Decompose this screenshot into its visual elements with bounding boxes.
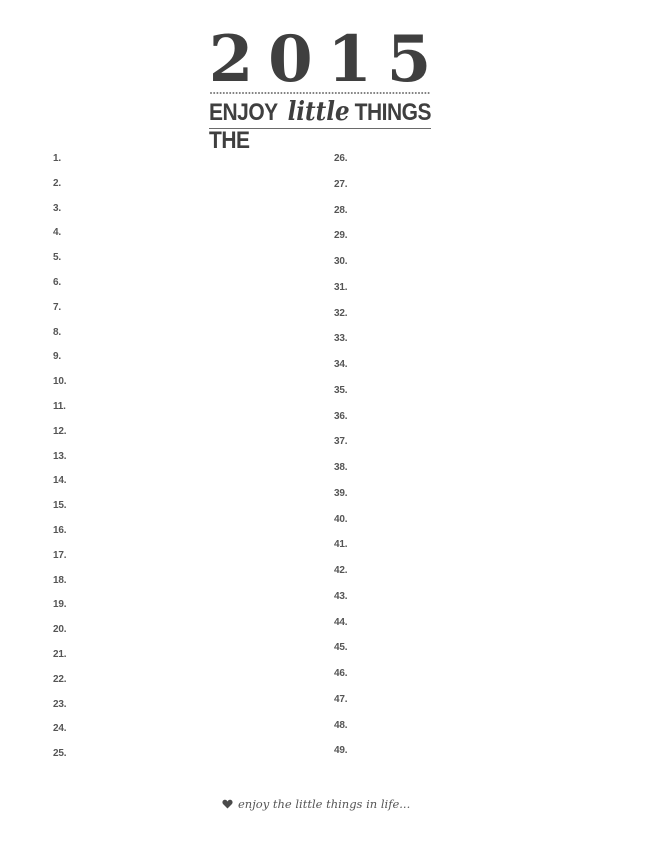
list-item-number: 18. xyxy=(53,574,67,586)
list-item-number: 31. xyxy=(334,281,348,293)
list-item-number: 41. xyxy=(334,539,348,551)
list-item-number: 29. xyxy=(334,230,348,242)
year-digit: 0 xyxy=(268,22,313,97)
list-item-number: 25. xyxy=(53,748,67,760)
list-item-number: 27. xyxy=(334,178,348,190)
list-item-number: 16. xyxy=(53,525,67,536)
list-item-number: 14. xyxy=(53,475,67,487)
list-item-number: 21. xyxy=(53,649,67,660)
heart-icon xyxy=(222,799,233,809)
list-item-number: 40. xyxy=(334,513,348,525)
year-digit: 5 xyxy=(386,22,432,97)
list-item-number: 7. xyxy=(53,301,61,313)
list-item-number: 28. xyxy=(334,204,348,216)
list-item-number: 26. xyxy=(334,153,348,164)
list-item-number: 8. xyxy=(53,326,61,338)
list-item-number: 23. xyxy=(53,698,67,710)
list-item-number: 15. xyxy=(53,500,67,512)
list-item-number: 34. xyxy=(334,359,348,370)
list-item-number: 30. xyxy=(334,256,348,267)
tagline-text-after: THINGS xyxy=(354,99,432,126)
list-item-number: 43. xyxy=(334,590,348,602)
list-item-number: 5. xyxy=(53,252,61,264)
tagline-script-word: little xyxy=(287,96,350,128)
list-item-number: 37. xyxy=(334,436,348,448)
list-item-number: 42. xyxy=(334,565,348,576)
footer-text: enjoy the little things in life... xyxy=(238,797,411,811)
list-item-number: 10. xyxy=(53,376,67,388)
list-item-number: 36. xyxy=(334,410,348,422)
list-item-number: 49. xyxy=(334,745,348,757)
dotted-divider xyxy=(210,92,430,94)
list-item-number: 11. xyxy=(53,401,66,412)
list-item-number: 2. xyxy=(53,177,61,189)
list-item-number: 22. xyxy=(53,673,67,685)
list-item-number: 44. xyxy=(334,616,348,628)
list-item-number: 9. xyxy=(53,351,61,363)
list-item-number: 17. xyxy=(53,549,67,561)
footer-note: enjoy the little things in life... xyxy=(222,795,442,813)
list-item-number: 6. xyxy=(53,277,61,288)
list-item-number: 20. xyxy=(53,624,67,636)
list-item-number: 47. xyxy=(334,693,348,705)
list-item-number: 35. xyxy=(334,384,348,396)
list-item-number: 19. xyxy=(53,599,67,611)
tagline-text-before: ENJOY THE xyxy=(209,99,278,154)
year-digit: 2 xyxy=(208,22,254,97)
tagline-underline xyxy=(209,128,431,129)
list-item-number: 38. xyxy=(334,462,348,473)
year-title: 2 0 1 5 xyxy=(208,22,432,97)
list-item-number: 12. xyxy=(53,425,67,437)
year-digit: 1 xyxy=(327,22,372,97)
list-item-number: 32. xyxy=(334,307,348,319)
list-item-number: 33. xyxy=(334,333,348,345)
list-item-number: 4. xyxy=(53,227,61,239)
list-item-number: 24. xyxy=(53,723,67,735)
tagline: ENJOY THE little THINGS xyxy=(209,96,432,154)
list-item-number: 45. xyxy=(334,642,348,654)
list-item-number: 3. xyxy=(53,202,61,214)
list-item-number: 48. xyxy=(334,719,348,731)
list-item-number: 13. xyxy=(53,450,67,462)
list-item-number: 46. xyxy=(334,668,348,679)
list-item-number: 1. xyxy=(53,153,61,164)
list-item-number: 39. xyxy=(334,487,348,499)
